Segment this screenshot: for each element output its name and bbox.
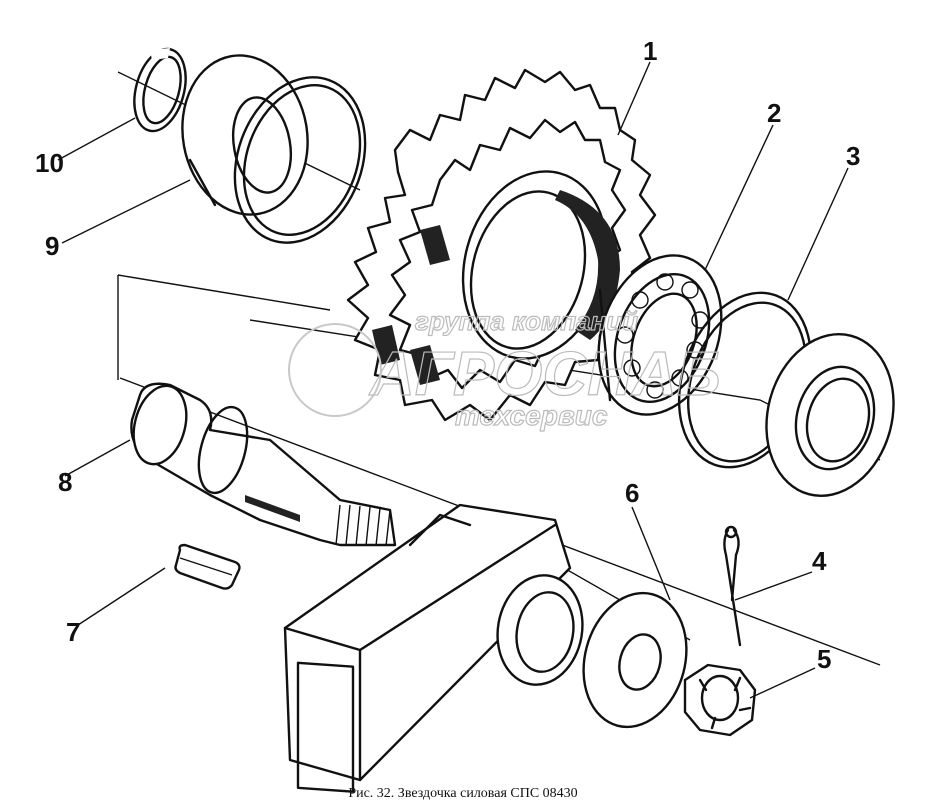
sprocket-part-1	[346, 68, 657, 422]
watermark-line1: группа компаний	[415, 306, 638, 336]
washer-part-6	[582, 591, 688, 729]
callout-labels: 1 2 3 4 5 6 7 8 9 10	[35, 36, 860, 674]
watermark-line2: АГРОСНАБ	[368, 340, 721, 409]
cotter-pin-part-4	[723, 525, 742, 647]
callout-5: 5	[817, 644, 831, 674]
watermark: группа компаний АГРОСНАБ техсервис	[288, 305, 721, 432]
spring-ring	[233, 76, 367, 244]
callout-2: 2	[767, 98, 781, 128]
housing-tube	[283, 503, 584, 793]
shaft-part-8	[130, 382, 397, 547]
cover-washer-part-9	[181, 54, 309, 216]
leader-lines	[57, 61, 849, 699]
callout-1: 1	[643, 36, 657, 66]
key-part-7	[174, 543, 241, 590]
figure-caption: Рис. 32. Звездочка силовая СПС 08430	[348, 786, 578, 801]
callout-9: 9	[45, 231, 59, 261]
callout-10: 10	[35, 148, 64, 178]
callout-7: 7	[66, 617, 80, 647]
castle-nut-part-5	[683, 663, 757, 737]
flat-washer-large	[765, 332, 895, 498]
callout-4: 4	[812, 546, 827, 576]
snap-ring-part-10	[133, 47, 187, 133]
callout-8: 8	[58, 467, 72, 497]
watermark-line3: техсервис	[455, 400, 608, 431]
callout-3: 3	[846, 141, 860, 171]
callout-6: 6	[625, 478, 639, 508]
